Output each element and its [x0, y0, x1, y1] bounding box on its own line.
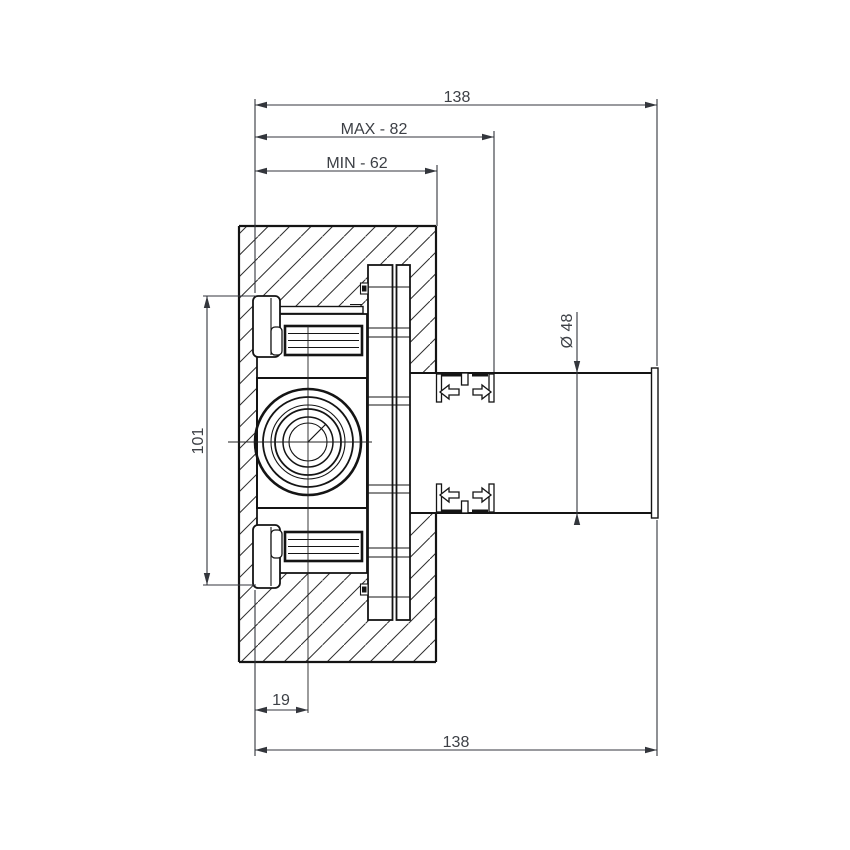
flange-division-lines [368, 286, 410, 598]
arrow-right-icon [482, 133, 494, 141]
flange-left-plate [367, 264, 394, 621]
bottom-clip-seal-left [442, 509, 461, 514]
bottom-clip-right-plate [488, 483, 495, 513]
trim-sleeve [410, 367, 659, 519]
dim-label: Ø 48 [559, 314, 576, 349]
top-set-screw [359, 282, 369, 295]
arrow-right-icon [425, 167, 437, 175]
adjust-arrow-right-icon [472, 383, 493, 401]
top-clip-seal-right [472, 372, 488, 377]
arrow-left-icon [255, 746, 267, 754]
stem-bar [277, 305, 364, 315]
dim-label: 138 [444, 89, 471, 106]
arrow-left-icon [255, 133, 267, 141]
bottom-clip-seal-right [472, 509, 488, 514]
dimension-101: 101 [190, 296, 211, 585]
arrow-down-icon [203, 573, 211, 585]
arrow-up-icon [573, 513, 581, 525]
wall-outline [237, 224, 438, 664]
arrow-down-icon [573, 361, 581, 373]
dim-label: MAX - 82 [341, 121, 408, 138]
top-screw-head [362, 285, 367, 292]
adjust-arrow-left-icon [438, 383, 460, 401]
dim-label: 138 [443, 734, 470, 751]
sleeve-interior [410, 373, 652, 513]
centerlines [228, 326, 372, 713]
bottom-cap-inner-tab [270, 529, 283, 559]
adjust-arrow-left-icon [438, 486, 460, 504]
bottom-set-screw [359, 583, 369, 596]
bottom-retaining-clip [435, 483, 495, 514]
dimension-19: 19 [255, 692, 308, 714]
flange-right-plate [395, 264, 411, 621]
dimension-diameter-48: Ø 48 [559, 312, 581, 525]
sleeve-end-cap [650, 367, 659, 519]
mounting-flange [359, 264, 411, 621]
dim-label: 19 [272, 692, 290, 709]
dimension-max-82: MAX - 82 [255, 121, 494, 141]
bottom-clip-tab [460, 500, 469, 514]
stem-key-line [307, 423, 327, 443]
top-clip-left-plate [435, 373, 443, 403]
dimensions: 138 MAX - 82 MIN - 62 101 Ø [190, 89, 658, 756]
dimension-min-62: MIN - 62 [255, 155, 437, 175]
dimension-bottom-138: 138 [255, 734, 657, 754]
arrow-right-icon [645, 746, 657, 754]
bottom-clip-left-plate [435, 483, 443, 513]
bottom-screw-head [362, 586, 367, 593]
arrow-up-icon [203, 296, 211, 308]
top-cap-inner-tab [270, 326, 283, 356]
arrow-right-icon [296, 706, 308, 714]
dim-label: 101 [190, 428, 207, 455]
dimension-top-138: 138 [255, 89, 657, 109]
arrow-left-icon [255, 101, 267, 109]
arrow-right-icon [645, 101, 657, 109]
top-retaining-clip [435, 372, 495, 403]
top-connector-slots [288, 332, 359, 349]
dim-label: MIN - 62 [326, 155, 387, 172]
top-clip-tab [460, 372, 469, 386]
top-clip-seal-left [442, 372, 461, 377]
arrow-left-icon [255, 167, 267, 175]
top-clip-right-plate [488, 373, 495, 403]
top-inlet-connector [283, 324, 364, 357]
bottom-connector-slots [288, 538, 359, 555]
arrow-left-icon [255, 706, 267, 714]
adjust-arrow-right-icon [472, 486, 493, 504]
bottom-inlet-connector [283, 530, 364, 563]
